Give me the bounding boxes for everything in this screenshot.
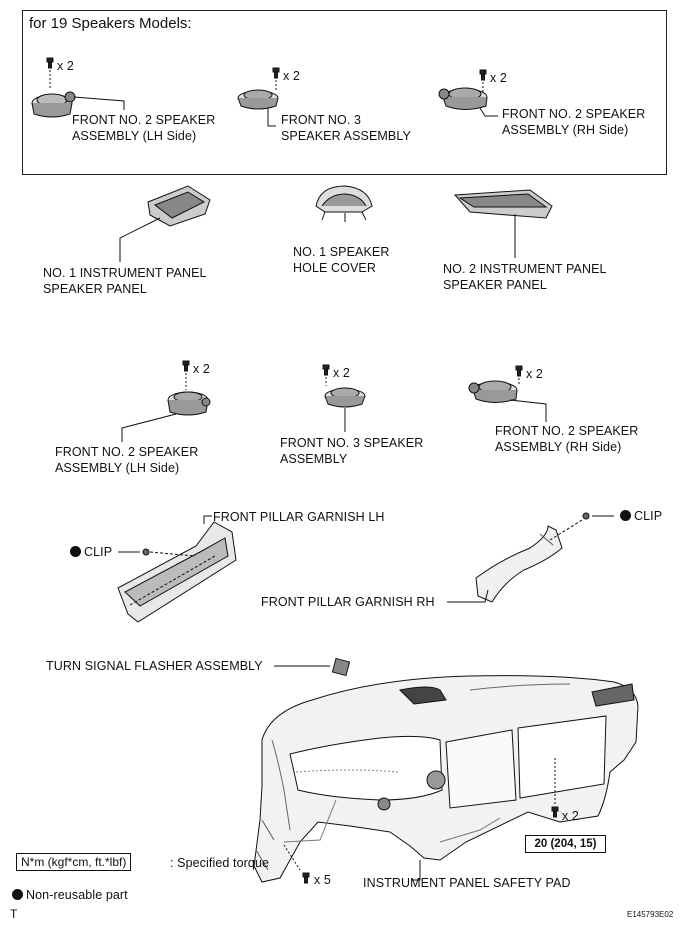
label-safety-pad: INSTRUMENT PANEL SAFETY PAD <box>363 876 571 890</box>
corner-mark: T <box>10 907 18 921</box>
non-reusable-dot-icon <box>12 889 23 900</box>
label-hole-cover: NO. 1 SPEAKER HOLE COVER <box>293 245 390 275</box>
top-rh-speaker-part <box>438 69 498 117</box>
front-pillar-garnish-lh-part <box>117 515 237 623</box>
no1-instrument-panel-speaker-panel-part <box>119 185 211 262</box>
no2-instrument-panel-speaker-panel-part <box>453 189 553 258</box>
label-flasher: TURN SIGNAL FLASHER ASSEMBLY <box>46 659 263 673</box>
label-mid-center-speaker: FRONT NO. 3 SPEAKER ASSEMBLY <box>280 436 424 466</box>
label-clip-rh: CLIP <box>620 508 662 524</box>
qty-pad: x 2 <box>562 809 579 823</box>
front-pillar-garnish-rh-part <box>447 512 614 603</box>
qty-top-rh: x 2 <box>490 71 507 85</box>
qty-mid-rh: x 2 <box>526 367 543 381</box>
label-no2-panel: NO. 2 INSTRUMENT PANEL SPEAKER PANEL <box>443 262 607 292</box>
mid-center-speaker-part <box>322 364 366 432</box>
label-top-rh-speaker: FRONT NO. 2 SPEAKER ASSEMBLY (RH Side) <box>502 107 646 137</box>
label-mid-rh-speaker: FRONT NO. 2 SPEAKER ASSEMBLY (RH Side) <box>495 424 639 454</box>
label-clip-lh: CLIP <box>70 544 112 560</box>
label-mid-lh-speaker: FRONT NO. 2 SPEAKER ASSEMBLY (LH Side) <box>55 445 199 475</box>
non-reusable-dot-icon <box>70 546 81 557</box>
mid-lh-speaker-part <box>121 360 211 442</box>
label-pillar-rh: FRONT PILLAR GARNISH RH <box>261 595 435 609</box>
speaker-models-box: for 19 Speakers Models: <box>22 10 667 175</box>
qty-bottom-screw: x 5 <box>314 873 331 887</box>
label-no1-panel: NO. 1 INSTRUMENT PANEL SPEAKER PANEL <box>43 266 207 296</box>
box-title: for 19 Speakers Models: <box>29 15 192 32</box>
qty-mid-lh: x 2 <box>193 362 210 376</box>
turn-signal-flasher-assembly-part <box>274 657 351 677</box>
top-lh-speaker-part <box>31 57 125 118</box>
qty-top-lh: x 2 <box>57 59 74 73</box>
label-pillar-lh: FRONT PILLAR GARNISH LH <box>213 510 385 524</box>
torque-unit-box: N*m (kgf*cm, ft.*lbf) <box>16 853 132 871</box>
label-top-center-speaker: FRONT NO. 3 SPEAKER ASSEMBLY <box>281 113 411 143</box>
top-center-speaker-part <box>237 67 280 127</box>
qty-top-center: x 2 <box>283 69 300 83</box>
drawing-id: E145793E02 <box>627 910 674 919</box>
no1-speaker-hole-cover-part <box>315 185 373 222</box>
mid-rh-speaker-part <box>468 365 547 422</box>
non-reusable-legend: Non-reusable part <box>12 887 128 903</box>
torque-value-box: 20 (204, 15) <box>525 835 606 853</box>
label-top-lh-speaker: FRONT NO. 2 SPEAKER ASSEMBLY (LH Side) <box>72 113 216 143</box>
instrument-panel-safety-pad-part <box>253 675 639 884</box>
non-reusable-dot-icon <box>620 510 631 521</box>
torque-legend-text: : Specified torque <box>170 856 270 870</box>
qty-mid-center: x 2 <box>333 366 350 380</box>
